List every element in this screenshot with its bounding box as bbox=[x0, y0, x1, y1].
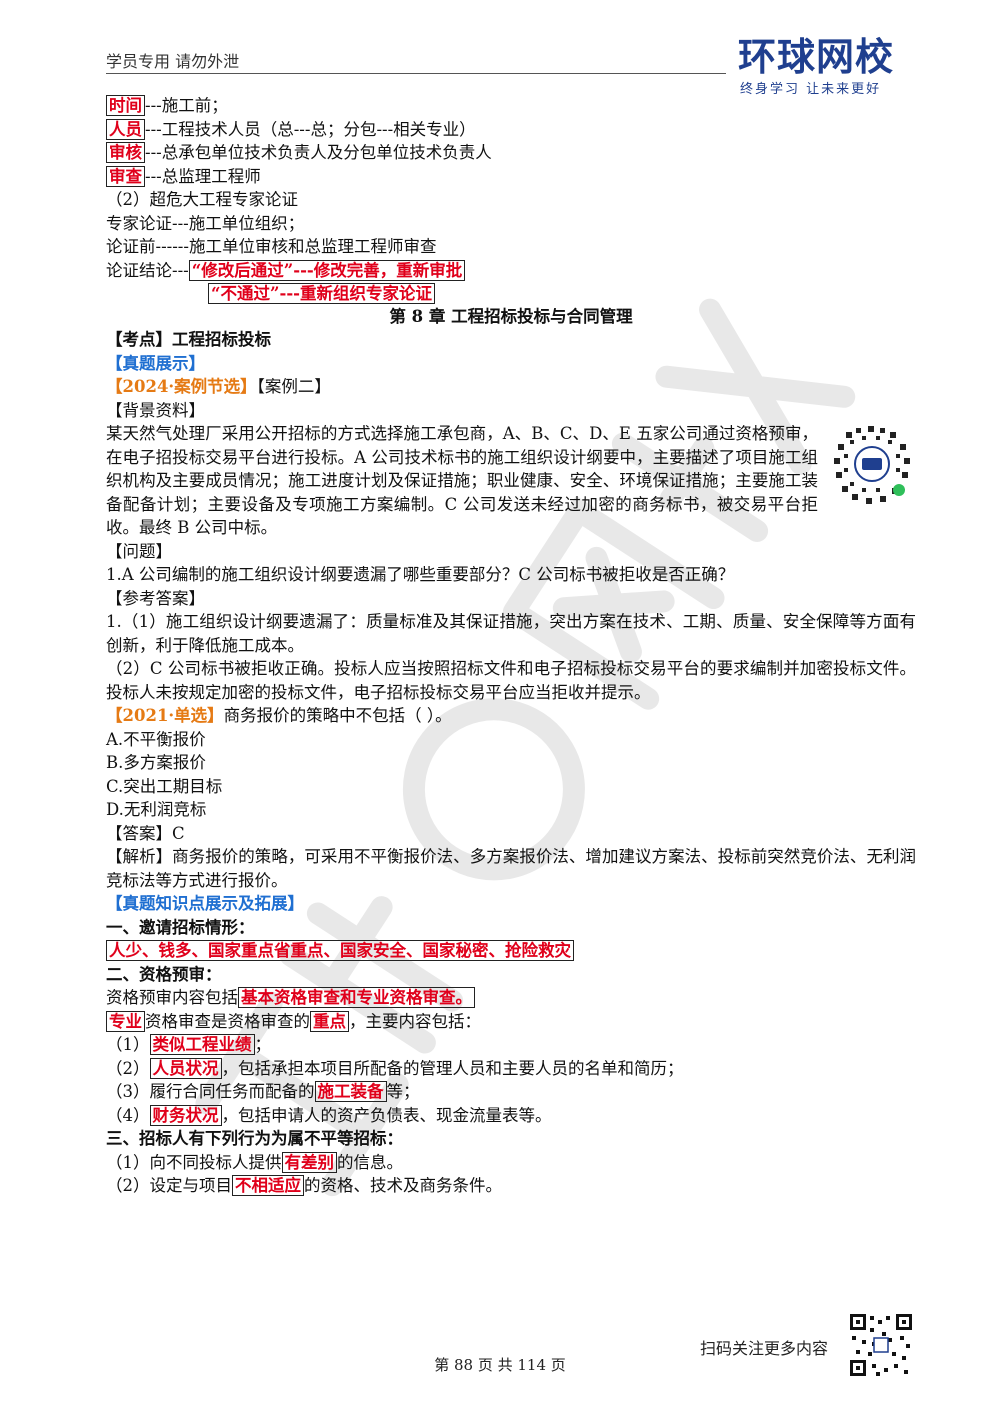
professional-box: 专业 bbox=[106, 1010, 145, 1032]
prequal-item-2: （2）人员状况，包括承担本项目所配备的管理人员和主要人员的名单和简历； bbox=[106, 1057, 916, 1081]
zhenti-heading: 【真题展示】 bbox=[106, 353, 205, 373]
incompatible-box: 不相适应 bbox=[232, 1175, 304, 1196]
conclusion-line-1: 论证结论---“修改后通过”---修改完善，重新审批 bbox=[106, 259, 916, 283]
case-heading: 【2024·案例节选】【案例二】 bbox=[106, 375, 916, 399]
item-1-num: （1） bbox=[106, 1035, 150, 1054]
time-line: 时间---施工前； bbox=[106, 94, 916, 118]
mc-tag: 【2021·单选】 bbox=[106, 706, 224, 725]
prequal-content-pre: 资格预审内容包括 bbox=[106, 988, 238, 1007]
unequal-item-1: （1）向不同投标人提供有差别的信息。 bbox=[106, 1151, 916, 1175]
option-b: B.多方案报价 bbox=[106, 753, 206, 772]
review-key: 审查 bbox=[106, 165, 145, 187]
prequal-item-4: （4）财务状况，包括申请人的资产负债表、现金流量表等。 bbox=[106, 1104, 916, 1128]
mc-stem: 商务报价的策略中不包括（ ）。 bbox=[223, 706, 452, 725]
mc-analysis: 【解析】商务报价的策略，可采用不平衡报价法、多方案报价法、增加建议方案法、投标前… bbox=[106, 847, 916, 890]
mc-answer: 【答案】C bbox=[106, 823, 185, 843]
document-body: 时间---施工前； 人员---工程技术人员（总---总；分包---相关专业） 审… bbox=[106, 94, 916, 1198]
prequal-content-box: 基本资格审查和专业资格审查。 bbox=[238, 987, 475, 1008]
question-text: 1.A 公司编制的施工组织设计纲要遗漏了哪些重要部分？C 公司标书被拒收是否正确… bbox=[106, 565, 735, 584]
similar-projects-box: 类似工程业绩 bbox=[149, 1034, 255, 1055]
option-d: D.无利润竞标 bbox=[106, 800, 207, 819]
differential-box: 有差别 bbox=[281, 1151, 337, 1173]
audit-key: 审核 bbox=[106, 142, 145, 163]
option-a: A.不平衡报价 bbox=[106, 729, 206, 749]
mini-program-qr-code bbox=[827, 419, 917, 509]
conclusion-line-2: “不通过”---重新组织专家论证 bbox=[106, 282, 916, 306]
expert-heading: （2）超危大工程专家论证 bbox=[106, 190, 298, 209]
background-text: 某天然气处理厂采用公开招标的方式选择施工承包商，A、B、C、D、E 五家公司通过… bbox=[106, 424, 818, 537]
prequal-key-line: 专业资格审查是资格审查的重点，主要内容包括： bbox=[106, 1010, 916, 1034]
header-confidential-note: 学员专用 请勿外泄 bbox=[106, 52, 240, 71]
brand-logo: 环球网校 终身学习 让未来更好 bbox=[738, 36, 913, 98]
personnel-box: 人员状况 bbox=[149, 1057, 222, 1079]
prequal-item-3: （3）履行合同任务而配备的施工装备等； bbox=[106, 1080, 916, 1104]
person-key: 人员 bbox=[106, 118, 145, 140]
item-4-post: ，包括申请人的资产负债表、现金流量表等。 bbox=[221, 1105, 552, 1125]
section-1-title: 一、邀请招标情形： bbox=[106, 917, 255, 937]
key-point-box: 重点 bbox=[310, 1010, 349, 1032]
logo-slogan: 终身学习 让未来更好 bbox=[740, 82, 882, 97]
prequal-key-mid: 资格审查是资格审查的 bbox=[145, 1011, 310, 1031]
section-3-title: 三、招标人有下列行为为属不平等招标： bbox=[106, 1129, 403, 1148]
conclusion-pass-modify: “修改后通过”---修改完善，重新审批 bbox=[188, 259, 466, 281]
knowledge-heading: 【真题知识点展示及拓展】 bbox=[106, 894, 304, 913]
section-1-box-line: 人少、钱多、国家重点省重点、国家安全、国家秘密、抢险救灾 bbox=[106, 939, 916, 963]
header-rule bbox=[106, 73, 726, 74]
before-review: 论证前------施工单位审核和总监理工程师审查 bbox=[106, 237, 437, 256]
unequal-2-pre: （2）设定与项目 bbox=[106, 1176, 232, 1195]
item-3-post: 等； bbox=[386, 1082, 420, 1101]
item-2-num: （2） bbox=[106, 1058, 150, 1078]
unequal-2-post: 的资格、技术及商务条件。 bbox=[304, 1176, 502, 1195]
page-number: 第 88 页 共 114 页 bbox=[434, 1356, 566, 1374]
mc-question: 【2021·单选】商务报价的策略中不包括（ ）。 bbox=[106, 704, 916, 728]
person-line: 人员---工程技术人员（总---总；分包---相关专业） bbox=[106, 118, 916, 142]
logo-main-text: 环球网校 bbox=[738, 35, 895, 79]
unequal-1-post: 的信息。 bbox=[337, 1152, 403, 1172]
conclusion-fail: “不通过”---重新组织专家论证 bbox=[208, 283, 436, 304]
case-tag: 【2024·案例节选】 bbox=[106, 377, 257, 396]
expert-organize: 专家论证---施工单位组织； bbox=[106, 213, 305, 233]
kaodian-heading: 【考点】工程招标投标 bbox=[106, 330, 271, 349]
question-label: 【问题】 bbox=[106, 541, 172, 561]
item-2-post: ，包括承担本项目所配备的管理人员和主要人员的名单和简历； bbox=[221, 1058, 684, 1078]
item-1-post: ； bbox=[254, 1035, 272, 1054]
audit-text: ---总承包单位技术负责人及分包单位技术负责人 bbox=[145, 143, 492, 162]
background-label: 【背景资料】 bbox=[106, 400, 205, 420]
case-name: 【案例二】 bbox=[256, 377, 331, 396]
audit-line: 审核---总承包单位技术负责人及分包单位技术负责人 bbox=[106, 141, 916, 165]
review-text: ---总监理工程师 bbox=[145, 166, 261, 186]
prequal-key-post: ，主要内容包括： bbox=[349, 1011, 481, 1031]
answer-part-1: 1.（1）施工组织设计纲要遗漏了：质量标准及其保证措施，突出方案在技术、工期、质… bbox=[106, 612, 916, 655]
answer-label: 【参考答案】 bbox=[106, 588, 205, 608]
prequal-item-1: （1）类似工程业绩； bbox=[106, 1033, 916, 1057]
item-3-pre: （3）履行合同任务而配备的 bbox=[106, 1082, 315, 1101]
unequal-item-2: （2）设定与项目不相适应的资格、技术及商务条件。 bbox=[106, 1174, 916, 1198]
time-key: 时间 bbox=[106, 95, 145, 116]
conclusion-label: 论证结论--- bbox=[106, 260, 189, 280]
unequal-1-pre: （1）向不同投标人提供 bbox=[106, 1152, 282, 1172]
section-2-title: 二、资格预审： bbox=[106, 964, 222, 984]
chapter-title: 第 8 章 工程招标投标与合同管理 bbox=[389, 306, 633, 326]
time-text: ---施工前； bbox=[145, 96, 228, 115]
answer-part-2: （2）C 公司标书被拒收正确。投标人应当按照招标文件和电子招标投标交易平台的要求… bbox=[106, 659, 916, 702]
person-text: ---工程技术人员（总---总；分包---相关专业） bbox=[145, 119, 476, 139]
prequal-content-line: 资格预审内容包括基本资格审查和专业资格审查。 bbox=[106, 986, 916, 1010]
option-c: C.突出工期目标 bbox=[106, 776, 223, 796]
equipment-box: 施工装备 bbox=[314, 1081, 387, 1102]
item-4-num: （4） bbox=[106, 1105, 150, 1125]
invite-cases-box: 人少、钱多、国家重点省重点、国家安全、国家秘密、抢险救灾 bbox=[106, 940, 574, 961]
follow-qr-code bbox=[848, 1312, 914, 1378]
review-line: 审查---总监理工程师 bbox=[106, 165, 916, 189]
finance-box: 财务状况 bbox=[149, 1104, 222, 1126]
qr-follow-note: 扫码关注更多内容 bbox=[700, 1339, 829, 1358]
